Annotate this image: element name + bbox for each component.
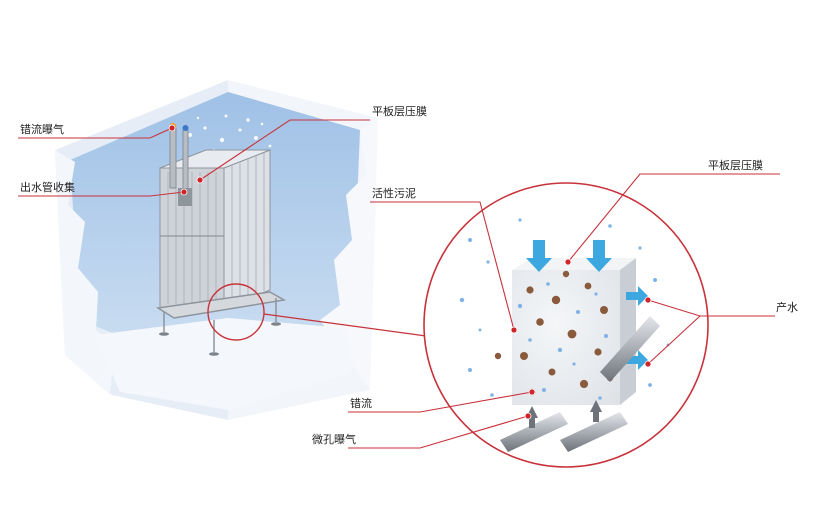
label-micro-bubble-aeration: 微孔曝气 — [312, 432, 356, 446]
zoom-connector-line — [263, 313, 427, 337]
aeration-arrows — [526, 400, 602, 428]
label-product-water: 产水 — [776, 300, 798, 314]
tank-front-left-edge — [55, 150, 115, 395]
aeration-riser-pipe — [169, 127, 177, 189]
outlet-cap — [182, 125, 189, 131]
zoom-bubbles — [459, 218, 670, 397]
inner-bubbles — [517, 282, 608, 400]
tank-floor — [95, 318, 352, 410]
inflow-arrows — [526, 240, 612, 272]
aeration-pipes — [500, 412, 628, 452]
module-base — [155, 291, 287, 352]
leader-dots — [168, 124, 652, 420]
product-water-arrows — [626, 286, 648, 370]
membrane-module — [155, 122, 287, 356]
tank-front-right-edge — [320, 118, 378, 390]
zoom-source-circle — [207, 283, 265, 341]
label-flat-membrane-right: 平板层压膜 — [708, 158, 763, 172]
label-cross-flow-aeration: 错流曝气 — [20, 122, 64, 136]
label-flat-membrane-left: 平板层压膜 — [372, 104, 427, 118]
zoom-detail-content — [459, 218, 670, 452]
label-outlet-manifold: 出水管收集 — [20, 180, 75, 194]
label-cross-flow: 错流 — [350, 396, 372, 410]
membrane-block-front — [512, 270, 620, 405]
surface-bubbles — [188, 114, 272, 154]
diagonal-outlet-pipe — [600, 316, 660, 382]
membrane-block-side — [620, 258, 636, 405]
outlet-manifold-pipe — [182, 129, 189, 193]
leader-lines — [18, 119, 780, 449]
label-activated-sludge: 活性污泥 — [372, 186, 416, 200]
